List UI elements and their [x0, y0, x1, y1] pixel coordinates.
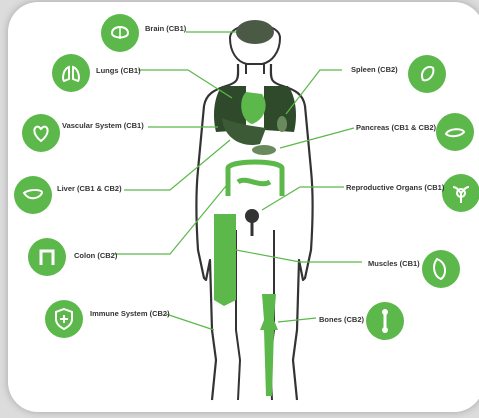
liver-icon	[19, 181, 47, 209]
brain-badge	[101, 14, 139, 52]
vascular-badge	[22, 114, 60, 152]
pancreas-label: Pancreas (CB1 & CB2)	[356, 124, 436, 132]
bone-shape	[260, 294, 278, 396]
bones-label: Bones (CB2)	[319, 316, 364, 324]
muscle-icon	[427, 255, 455, 283]
immune-badge	[45, 300, 83, 338]
heart-icon	[27, 119, 55, 147]
muscles-badge	[422, 250, 460, 288]
muscle-shape	[214, 214, 236, 306]
bone-icon	[371, 307, 399, 335]
brain-label: Brain (CB1)	[145, 25, 186, 33]
reproductive-organs-icon	[447, 179, 475, 207]
reproductive-label: Reproductive Organs (CB1)	[346, 184, 444, 192]
spleen-icon	[413, 60, 441, 88]
colon-icon	[33, 243, 61, 271]
liver-badge	[14, 176, 52, 214]
immune-label: Immune System (CB2)	[90, 310, 170, 318]
reproductive-shape	[245, 209, 259, 223]
bones-badge	[366, 302, 404, 340]
spleen-shape	[277, 116, 287, 132]
colon-shape	[228, 162, 282, 196]
lungs-label: Lungs (CB1)	[96, 67, 141, 75]
shield-plus-icon	[50, 305, 78, 333]
colon-badge	[28, 238, 66, 276]
pancreas-badge	[436, 113, 474, 151]
pancreas-shape	[252, 145, 276, 155]
muscles-label: Muscles (CB1)	[368, 260, 420, 268]
spleen-badge	[408, 55, 446, 93]
neck-outline	[246, 64, 264, 74]
liver-label: Liver (CB1 & CB2)	[57, 185, 122, 193]
lungs-icon	[57, 59, 85, 87]
reproductive-badge	[442, 174, 479, 212]
colon-label: Colon (CB2)	[74, 252, 117, 260]
lungs-badge	[52, 54, 90, 92]
vascular-label: Vascular System (CB1)	[62, 122, 144, 130]
brain-icon	[106, 19, 134, 47]
pancreas-icon	[441, 118, 469, 146]
spleen-label: Spleen (CB2)	[351, 66, 398, 74]
brain-shape	[236, 20, 274, 44]
